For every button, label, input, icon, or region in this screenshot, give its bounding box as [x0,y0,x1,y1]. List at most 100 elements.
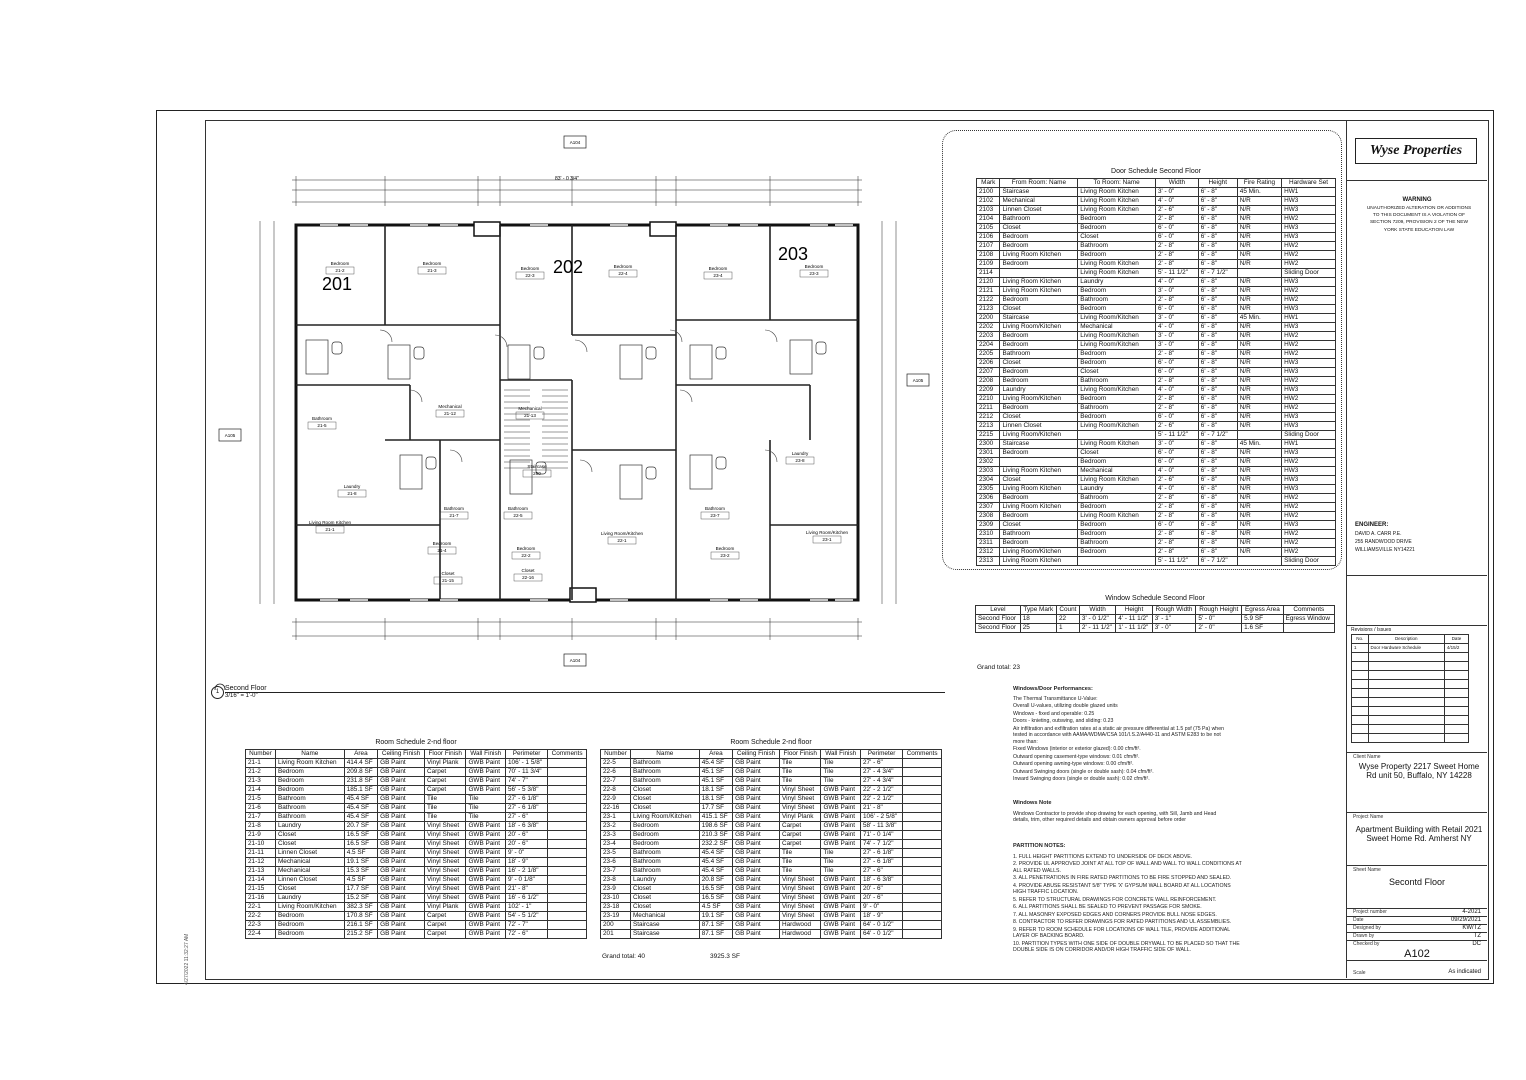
table-cell: GWB Paint [465,911,506,921]
table-cell: Laundry [274,821,345,831]
table-cell: HW2 [1281,259,1336,269]
room-tag-box [315,525,345,534]
partition-notes: PARTITION NOTES: 1. FULL HEIGHT PARTITIO… [1013,843,1243,955]
table-cell: 210.3 SF [698,830,734,840]
table-cell: Living Room/Kitchen [1077,331,1156,341]
note-line: 9. REFER TO ROOM SCHEDULE FOR LOCATIONS … [1013,926,1230,940]
note-line: 1. FULL HEIGHT PARTITIONS EXTEND TO UNDE… [1013,853,1193,860]
table-cell: 6' - 8" [1197,457,1238,467]
table-cell: 2' - 8" [1154,502,1199,512]
table-cell: GWB Paint [465,875,506,885]
table-cell: Living Room/Kitchen [1077,340,1156,350]
table-cell: GWB Paint [820,875,861,885]
table-cell: 6' - 8" [1197,313,1238,323]
table-cell [902,929,942,939]
column-header: Name [629,749,700,759]
table-cell: GB Paint [732,911,780,921]
room-tag-box [515,271,545,280]
table-cell: GWB Paint [820,839,861,849]
table-cell: 23-18 [600,902,631,912]
bathtub [399,454,423,490]
table-cell: 74' - 7 1/2" [859,839,904,849]
table-cell: HW2 [1281,340,1336,350]
table-cell: HW2 [1281,331,1336,341]
door-swing [449,449,463,463]
table-cell: HW2 [1281,349,1336,359]
table-cell: 21-10 [245,839,276,849]
room-name-label: Bedroom [709,266,728,271]
toilet [425,456,437,470]
table-cell: GB Paint [377,821,425,831]
table-cell: Bedroom [999,403,1079,413]
table-cell: Bathroom [1077,538,1156,548]
table-cell: N/R [1236,295,1283,305]
table-cell: Vinyl Sheet [778,902,822,912]
table-cell: 6' - 8" [1197,511,1238,521]
table-cell [902,812,942,822]
table-cell: 45.4 SF [698,758,734,768]
table-cell: 209.8 SF [343,767,379,777]
table-cell: N/R [1236,412,1283,422]
table-cell: Living Room Kitchen [1077,475,1156,485]
table-cell: Bedroom [1077,286,1156,296]
table-cell: 22-7 [600,776,631,786]
table-cell: 21-7 [245,812,276,822]
table-cell [547,884,587,894]
table-cell: 102' - 1" [504,902,549,912]
table-cell: Closet [629,794,700,804]
table-cell: 2122 [975,295,1001,305]
room-tag-box [522,469,552,478]
room-number-label: 22-3 [525,273,535,278]
table-cell: 6' - 8" [1197,214,1238,224]
table-cell: HW2 [1281,457,1336,467]
table-cell [547,821,587,831]
engineer-label: ENGINEER: [1355,522,1389,528]
room-number-label: 21-7 [449,513,459,518]
table-cell: 2' - 11 1/2" [1078,623,1117,633]
table-cell: GB Paint [377,875,425,885]
table-cell: GB Paint [732,920,780,930]
table-cell: 72' - 6" [504,929,549,939]
table-cell: HW2 [1281,511,1336,521]
table-cell: 64' - 0 1/2" [859,929,904,939]
column-header: Width [1078,605,1117,615]
title-meta-value: 4-2021 [1462,909,1481,915]
table-cell [902,920,942,930]
table-cell [902,803,942,813]
table-cell: 2301 [975,448,1001,458]
table-cell: Vinyl Sheet [778,785,822,795]
table-cell: Tile [423,794,467,804]
title-meta-key: Project number [1353,909,1387,915]
table-cell: 3' - 0" [1154,340,1199,350]
table-cell [1077,430,1156,440]
note-line: Air infiltration and exfiltration rates … [1013,725,1224,745]
room-number-label: 22-1 [617,538,627,543]
table-cell: Hardwood [778,920,822,930]
table-cell: Bathroom [1077,376,1156,386]
table-cell: 200 [600,920,631,930]
room-tag-box [307,421,337,430]
table-cell: Bedroom [999,241,1079,251]
table-cell: GB Paint [377,785,425,795]
room-tag-box [513,573,543,582]
table-cell: Sliding Door [1281,430,1336,440]
table-cell: HW3 [1281,196,1336,206]
table-cell: Vinyl Sheet [778,794,822,804]
table-cell: 1 [1055,623,1080,633]
table-cell: 21-12 [245,857,276,867]
table-cell: 2312 [975,547,1001,557]
table-cell: Bedroom [1077,457,1156,467]
